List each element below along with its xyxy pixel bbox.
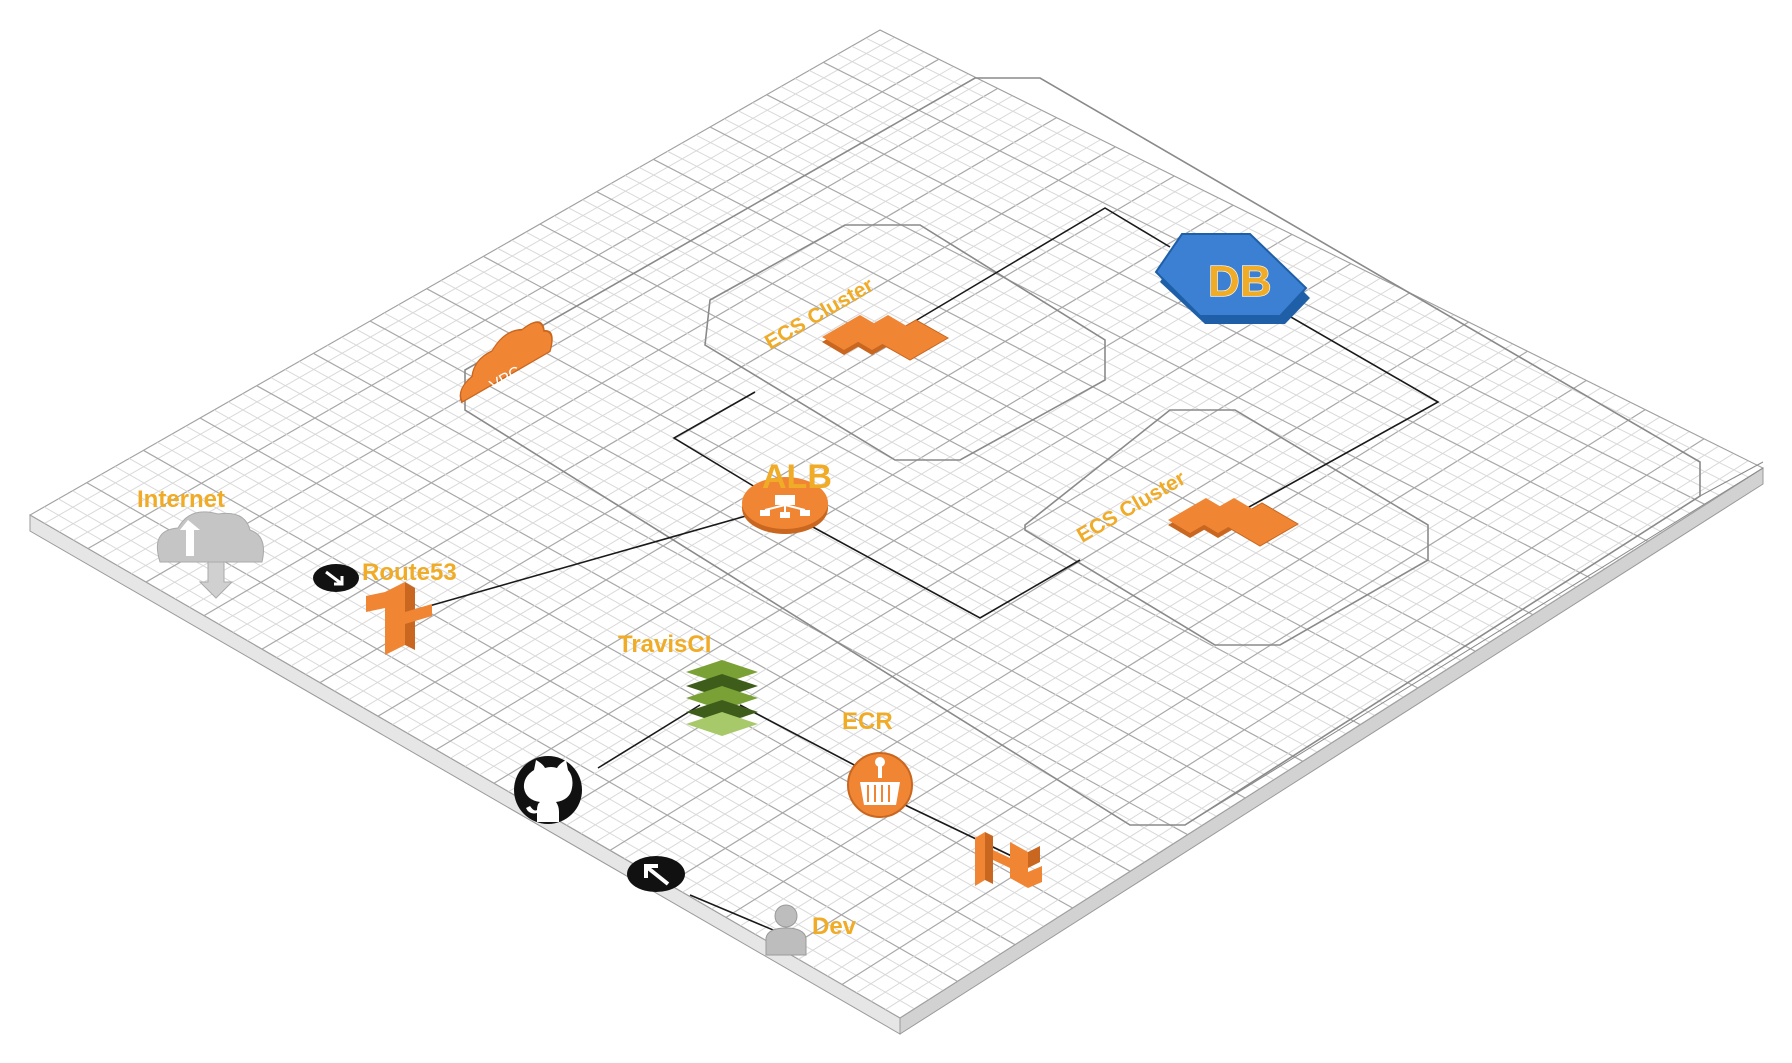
db-label: DB [1208, 257, 1272, 306]
vpc-cloud-icon [459, 321, 553, 404]
grid-line [783, 409, 1646, 952]
ecs-cluster-2-boundary [1024, 409, 1429, 646]
floor-outline-trail [1184, 461, 1764, 826]
connector-alb-ecs1 [672, 391, 761, 491]
travisci-label: TravisCI [618, 631, 711, 658]
grid-line [841, 438, 1705, 985]
ecs-containers-icon [1168, 498, 1299, 547]
github-icon [514, 756, 582, 824]
grid-line [870, 452, 1734, 1002]
grid-line [856, 445, 1720, 994]
grid-line [899, 467, 1763, 1018]
ecr-icon [847, 752, 913, 818]
connector-alb-ecs2 [799, 519, 1081, 619]
grid-line [754, 394, 1617, 935]
cloud-upload-download-icon [156, 511, 264, 599]
travisci-icon [686, 660, 758, 736]
ecs-icon [975, 832, 1042, 888]
ecs-containers-icon [822, 315, 950, 361]
database-icon [1154, 233, 1310, 324]
ecr-label: ECR [842, 708, 893, 735]
route53-icon [366, 582, 432, 655]
grid-line [885, 460, 1749, 1011]
ecs-cluster-1-boundary [704, 224, 1106, 461]
connector-ecr-ecs [904, 804, 1021, 861]
load-balancer-icon [742, 477, 828, 534]
connectors [414, 207, 1440, 936]
connector-route53-alb [414, 511, 761, 611]
connector-github-travis [597, 704, 701, 769]
grid-line [827, 431, 1690, 977]
connector-badge-dev [689, 894, 786, 936]
arrow-in-badge-icon [313, 564, 359, 592]
user-icon [765, 904, 807, 956]
grid-line [812, 423, 1675, 969]
internet-label: Internet [137, 486, 225, 513]
isometric-grid [30, 30, 1763, 1018]
grid-line [769, 401, 1631, 943]
connector-db-ecs2 [1239, 304, 1440, 513]
connector-ecs1-db [899, 207, 1171, 331]
grid-line [798, 416, 1661, 960]
dev-label: Dev [812, 913, 857, 940]
connector-travis-ecr [739, 704, 861, 769]
route53-label: Route53 [362, 559, 457, 586]
arrow-out-badge-icon [627, 856, 685, 892]
alb-label: ALB [762, 458, 832, 496]
grid-line [752, 102, 1634, 551]
grid-line [851, 45, 1735, 487]
